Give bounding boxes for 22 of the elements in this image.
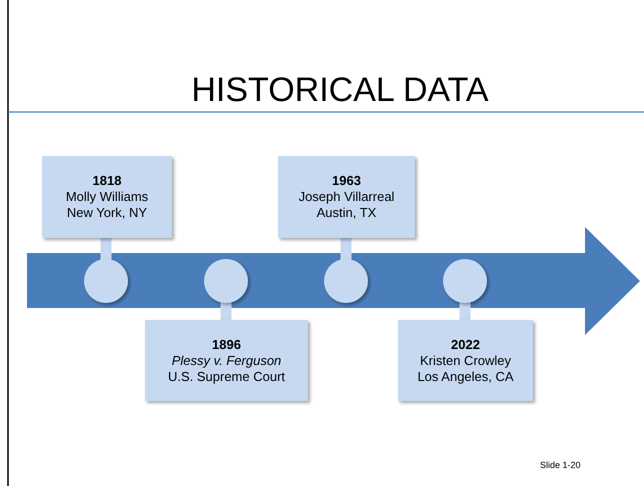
connector-stem <box>220 302 232 320</box>
event-year: 1818 <box>92 173 122 189</box>
event-detail: Austin, TX <box>316 205 376 221</box>
event-detail: New York, NY <box>66 205 148 221</box>
event-detail: Molly Williams <box>66 189 148 205</box>
event-year: 2022 <box>451 336 480 352</box>
event-box <box>145 320 308 401</box>
connector-stem <box>460 302 470 320</box>
event-detail: U.S. Supreme Court <box>168 368 286 384</box>
event-detail: Kristen Crowley <box>420 352 512 368</box>
event-box <box>42 156 172 238</box>
event-box <box>398 320 533 401</box>
event-detail: Joseph Villarreal <box>298 189 394 205</box>
event-detail: Los Angeles, CA <box>417 368 514 384</box>
slide-title: HISTORICAL DATA <box>190 70 490 110</box>
event-detail: Plessy v. Ferguson <box>172 352 282 368</box>
event-box <box>278 156 415 238</box>
connector-stem <box>100 238 112 260</box>
connector-stem <box>340 238 352 260</box>
event-year: 1896 <box>212 336 241 352</box>
event-year: 1963 <box>332 173 361 189</box>
slide-number: Slide 1-20 <box>540 460 581 470</box>
